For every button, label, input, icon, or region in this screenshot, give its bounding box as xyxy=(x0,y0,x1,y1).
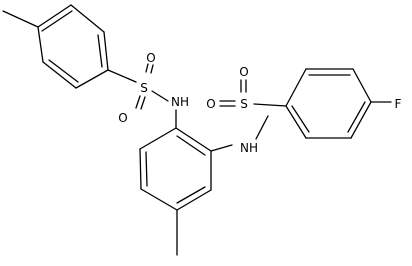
atom-o-right-top: O xyxy=(239,65,248,79)
atom-s-left: S xyxy=(140,81,148,95)
atom-nh-right: NH xyxy=(240,141,258,155)
tolyl-ring xyxy=(2,4,109,89)
central-ring xyxy=(139,109,233,256)
atom-o-right-left: O xyxy=(206,97,215,111)
atom-o-left-bottom: O xyxy=(118,111,127,125)
left-sulfonyl-group xyxy=(107,63,169,110)
atom-o-left-top: O xyxy=(146,51,155,65)
fluorophenyl-ring xyxy=(285,68,392,139)
atom-s-right: S xyxy=(240,97,248,111)
right-sulfonyl-group xyxy=(219,79,287,140)
atom-nh-left: NH xyxy=(171,95,189,109)
atom-fluorine: F xyxy=(395,97,402,111)
